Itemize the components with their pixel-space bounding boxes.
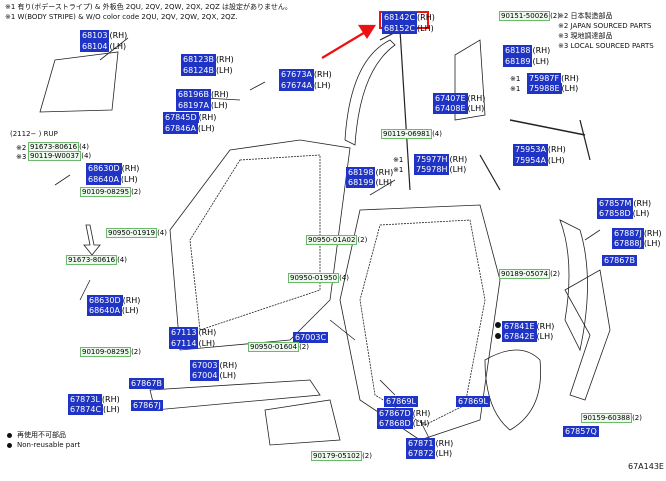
part-label[interactable]: 68630D(RH)	[86, 163, 140, 174]
part-label[interactable]: 67003(RH)	[190, 360, 238, 371]
generic-part-label[interactable]: 91673-80616(4)	[28, 142, 89, 152]
part-label[interactable]: 67874C(LH)	[68, 404, 120, 415]
marker: ※1	[510, 75, 521, 83]
generic-part-label[interactable]: 90159-60388(2)	[581, 413, 642, 423]
part-label[interactable]: 67867B	[602, 255, 637, 266]
note-top-en: ※1 W(BODY STRIPE) & W/O color code 2QU, …	[5, 13, 238, 21]
door-panel-outline	[169, 139, 351, 351]
generic-part-label[interactable]: 90950-01950(4)	[288, 273, 349, 283]
marker: ※1	[510, 85, 521, 93]
part-label[interactable]: 67867J	[131, 400, 163, 411]
part-label[interactable]: 67867D(RH)	[377, 408, 431, 419]
part-label[interactable]: 67869L	[384, 396, 418, 407]
part-label[interactable]: 67867B	[129, 378, 164, 389]
part-label[interactable]: 68124B(LH)	[181, 65, 233, 76]
generic-part-label[interactable]: 90950-01919(4)	[106, 228, 167, 238]
generic-part-label[interactable]: 90119-W0037(4)	[28, 151, 92, 161]
part-label[interactable]: 67846A(LH)	[163, 123, 215, 134]
marker: ※1	[393, 156, 404, 164]
marker: ※2	[16, 144, 27, 152]
part-label[interactable]: 67858D(LH)	[597, 208, 650, 219]
part-label[interactable]: 67674A(LH)	[279, 80, 331, 91]
generic-part-label[interactable]: 90950-01604(2)	[248, 342, 309, 352]
part-label[interactable]: 67873L(RH)	[68, 394, 120, 405]
part-label[interactable]: 67872(LH)	[406, 448, 453, 459]
door-glass	[39, 51, 119, 113]
part-label[interactable]: 68152C(LH)	[382, 23, 434, 34]
part-label[interactable]: 67868D(LH)	[377, 418, 430, 429]
part-label[interactable]: 68189(LH)	[503, 56, 550, 67]
part-label[interactable]: 67869L	[456, 396, 490, 407]
part-label[interactable]: 75953A(RH)	[513, 144, 566, 155]
part-label[interactable]: 67871(RH)	[406, 438, 454, 449]
part-label[interactable]: 68197A(LH)	[176, 100, 228, 111]
part-label[interactable]: 68123B(RH)	[181, 54, 234, 65]
generic-part-label[interactable]: 90119-06981(4)	[381, 129, 442, 139]
wheel-arch-molding	[559, 219, 588, 352]
part-label[interactable]: 67408E(LH)	[433, 103, 485, 114]
part-label[interactable]: 68103(RH)	[80, 30, 128, 41]
part-label[interactable]: 68630D(RH)	[87, 295, 141, 306]
part-label[interactable]: 67407E(RH)	[433, 93, 486, 104]
arrow-icon	[83, 224, 101, 256]
part-label[interactable]: 68640A(LH)	[86, 174, 138, 185]
part-label[interactable]: 75987F(RH)	[527, 73, 579, 84]
marker: ※1	[393, 166, 404, 174]
generic-part-label[interactable]: 90109-08295(2)	[80, 187, 141, 197]
part-label[interactable]: 68104(LH)	[80, 41, 127, 52]
non-reusable-dot	[495, 333, 501, 339]
legend-dot	[7, 433, 12, 438]
generic-part-label[interactable]: 90179-05102(2)	[311, 451, 372, 461]
generic-part-label[interactable]: 90950-01A02(2)	[306, 235, 368, 245]
part-label[interactable]: 68198(RH)	[346, 167, 394, 178]
note-right-3: ※3 現地調達部品	[558, 32, 613, 40]
generic-part-label[interactable]: 90151-50026(2)	[499, 11, 560, 21]
part-label[interactable]: 67003C	[293, 332, 329, 343]
part-label[interactable]: 67845D(RH)	[163, 112, 217, 123]
door-outer-panel	[339, 204, 501, 441]
generic-part-label[interactable]: 91673-80616(4)	[66, 255, 127, 265]
generic-part-label[interactable]: 90189-05074(2)	[499, 269, 560, 279]
part-label[interactable]: 67114(LH)	[169, 338, 216, 349]
legend-en: Non-reusable part	[17, 441, 81, 449]
part-label[interactable]: 67887J(RH)	[612, 228, 662, 239]
note-right-1: ※2 日本製造部品	[558, 12, 613, 20]
legend-dot	[7, 443, 12, 448]
part-label[interactable]: 67113(RH)	[169, 327, 217, 338]
date-note: (2112− ) RUP	[10, 130, 58, 138]
part-label[interactable]: 67888J(LH)	[612, 238, 661, 249]
inner-trim	[484, 349, 541, 431]
note-top-jp: ※1 有り(ボデーストライプ) & 外板色 2QU, 2QV, 2QW, 2QX…	[5, 3, 292, 11]
part-label[interactable]: 67857Q	[563, 426, 599, 437]
marker: ※3	[16, 153, 27, 161]
note-right-2: ※2 JAPAN SOURCED PARTS	[558, 22, 652, 30]
note-right-4: ※3 LOCAL SOURCED PARTS	[558, 42, 654, 50]
part-label[interactable]: 75954A(LH)	[513, 155, 565, 166]
legend-jp: 再使用不可部品	[17, 431, 66, 439]
part-label[interactable]: 67673A(RH)	[279, 69, 332, 80]
part-label[interactable]: 67004(LH)	[190, 370, 237, 381]
part-label[interactable]: 75978H(LH)	[414, 164, 467, 175]
part-label[interactable]: 68142C(RH)	[382, 12, 435, 23]
part-label[interactable]: 67842E(LH)	[502, 331, 554, 342]
part-label[interactable]: 68188(RH)	[503, 45, 551, 56]
part-label[interactable]: 67857M(RH)	[597, 198, 652, 209]
part-label[interactable]: 68199(LH)	[346, 177, 393, 188]
red-arrow-icon	[357, 24, 377, 40]
generic-part-label[interactable]: 90109-08295(2)	[80, 347, 141, 357]
part-label[interactable]: 67841E(RH)	[502, 321, 555, 332]
part-label[interactable]: 68196B(RH)	[176, 89, 229, 100]
part-label[interactable]: 68640A(LH)	[87, 305, 139, 316]
part-label[interactable]: 75988E(LH)	[527, 83, 579, 94]
weatherstrip	[344, 39, 396, 146]
diagram-code: 67A143E	[628, 462, 664, 471]
non-reusable-dot	[495, 322, 501, 328]
part-label[interactable]: 75977H(RH)	[414, 154, 468, 165]
